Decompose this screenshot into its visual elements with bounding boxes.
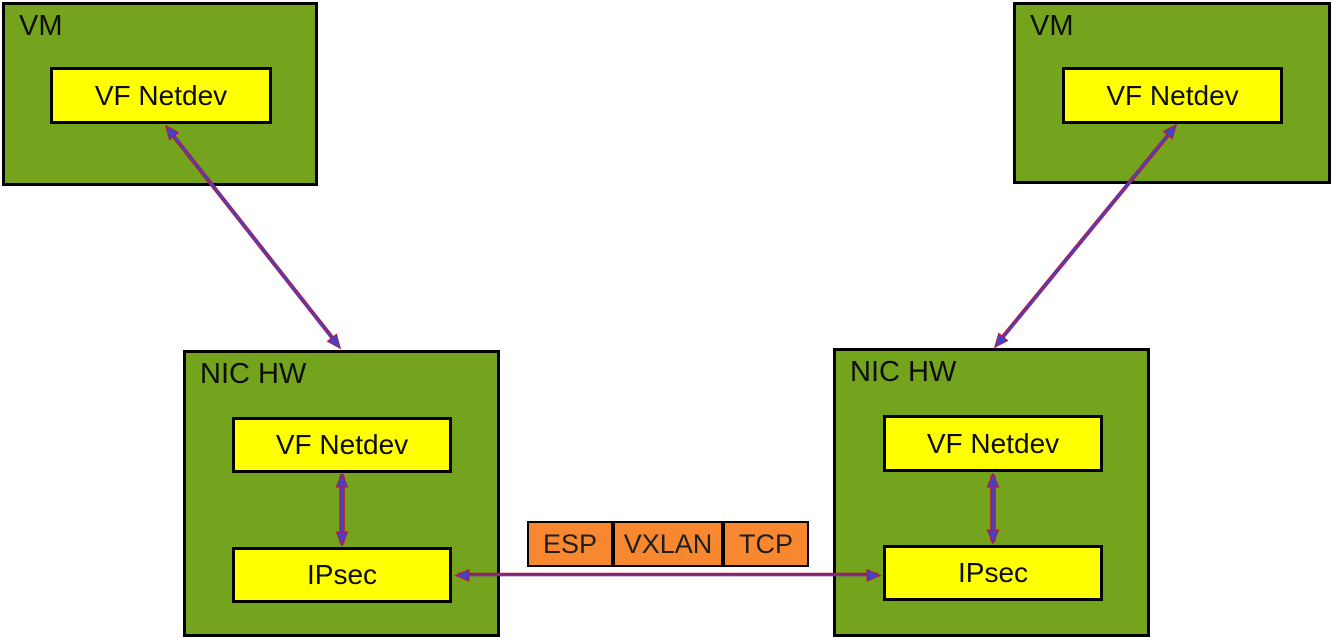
vm-right-title: VM (1030, 10, 1074, 42)
nic-left-vf-netdev-box: VF Netdev (232, 417, 452, 473)
packet-segment-esp: ESP (527, 521, 613, 567)
nic-right-ipsec-box: IPsec (883, 545, 1103, 601)
nic-right-vf-netdev-box: VF Netdev (883, 415, 1103, 472)
vm-left-title: VM (19, 10, 63, 42)
nic-hw-box-left: NIC HW VF Netdev IPsec (183, 350, 500, 637)
vm-right-vf-netdev-box: VF Netdev (1062, 67, 1283, 124)
vm-box-right: VM VF Netdev (1013, 2, 1331, 184)
packet-segment-vxlan: VXLAN (613, 521, 723, 567)
vm-box-left: VM VF Netdev (2, 2, 318, 186)
arrow-ipsec-to-ipsec-tunnel (454, 568, 882, 582)
vm-left-vf-netdev-box: VF Netdev (50, 67, 272, 124)
nic-left-ipsec-box: IPsec (232, 547, 452, 603)
packet-segment-tcp: TCP (723, 521, 809, 567)
nic-right-title: NIC HW (850, 356, 957, 388)
packet-header-strip: ESP VXLAN TCP (527, 521, 809, 567)
nic-hw-box-right: NIC HW VF Netdev IPsec (833, 348, 1150, 637)
nic-left-title: NIC HW (200, 358, 307, 390)
